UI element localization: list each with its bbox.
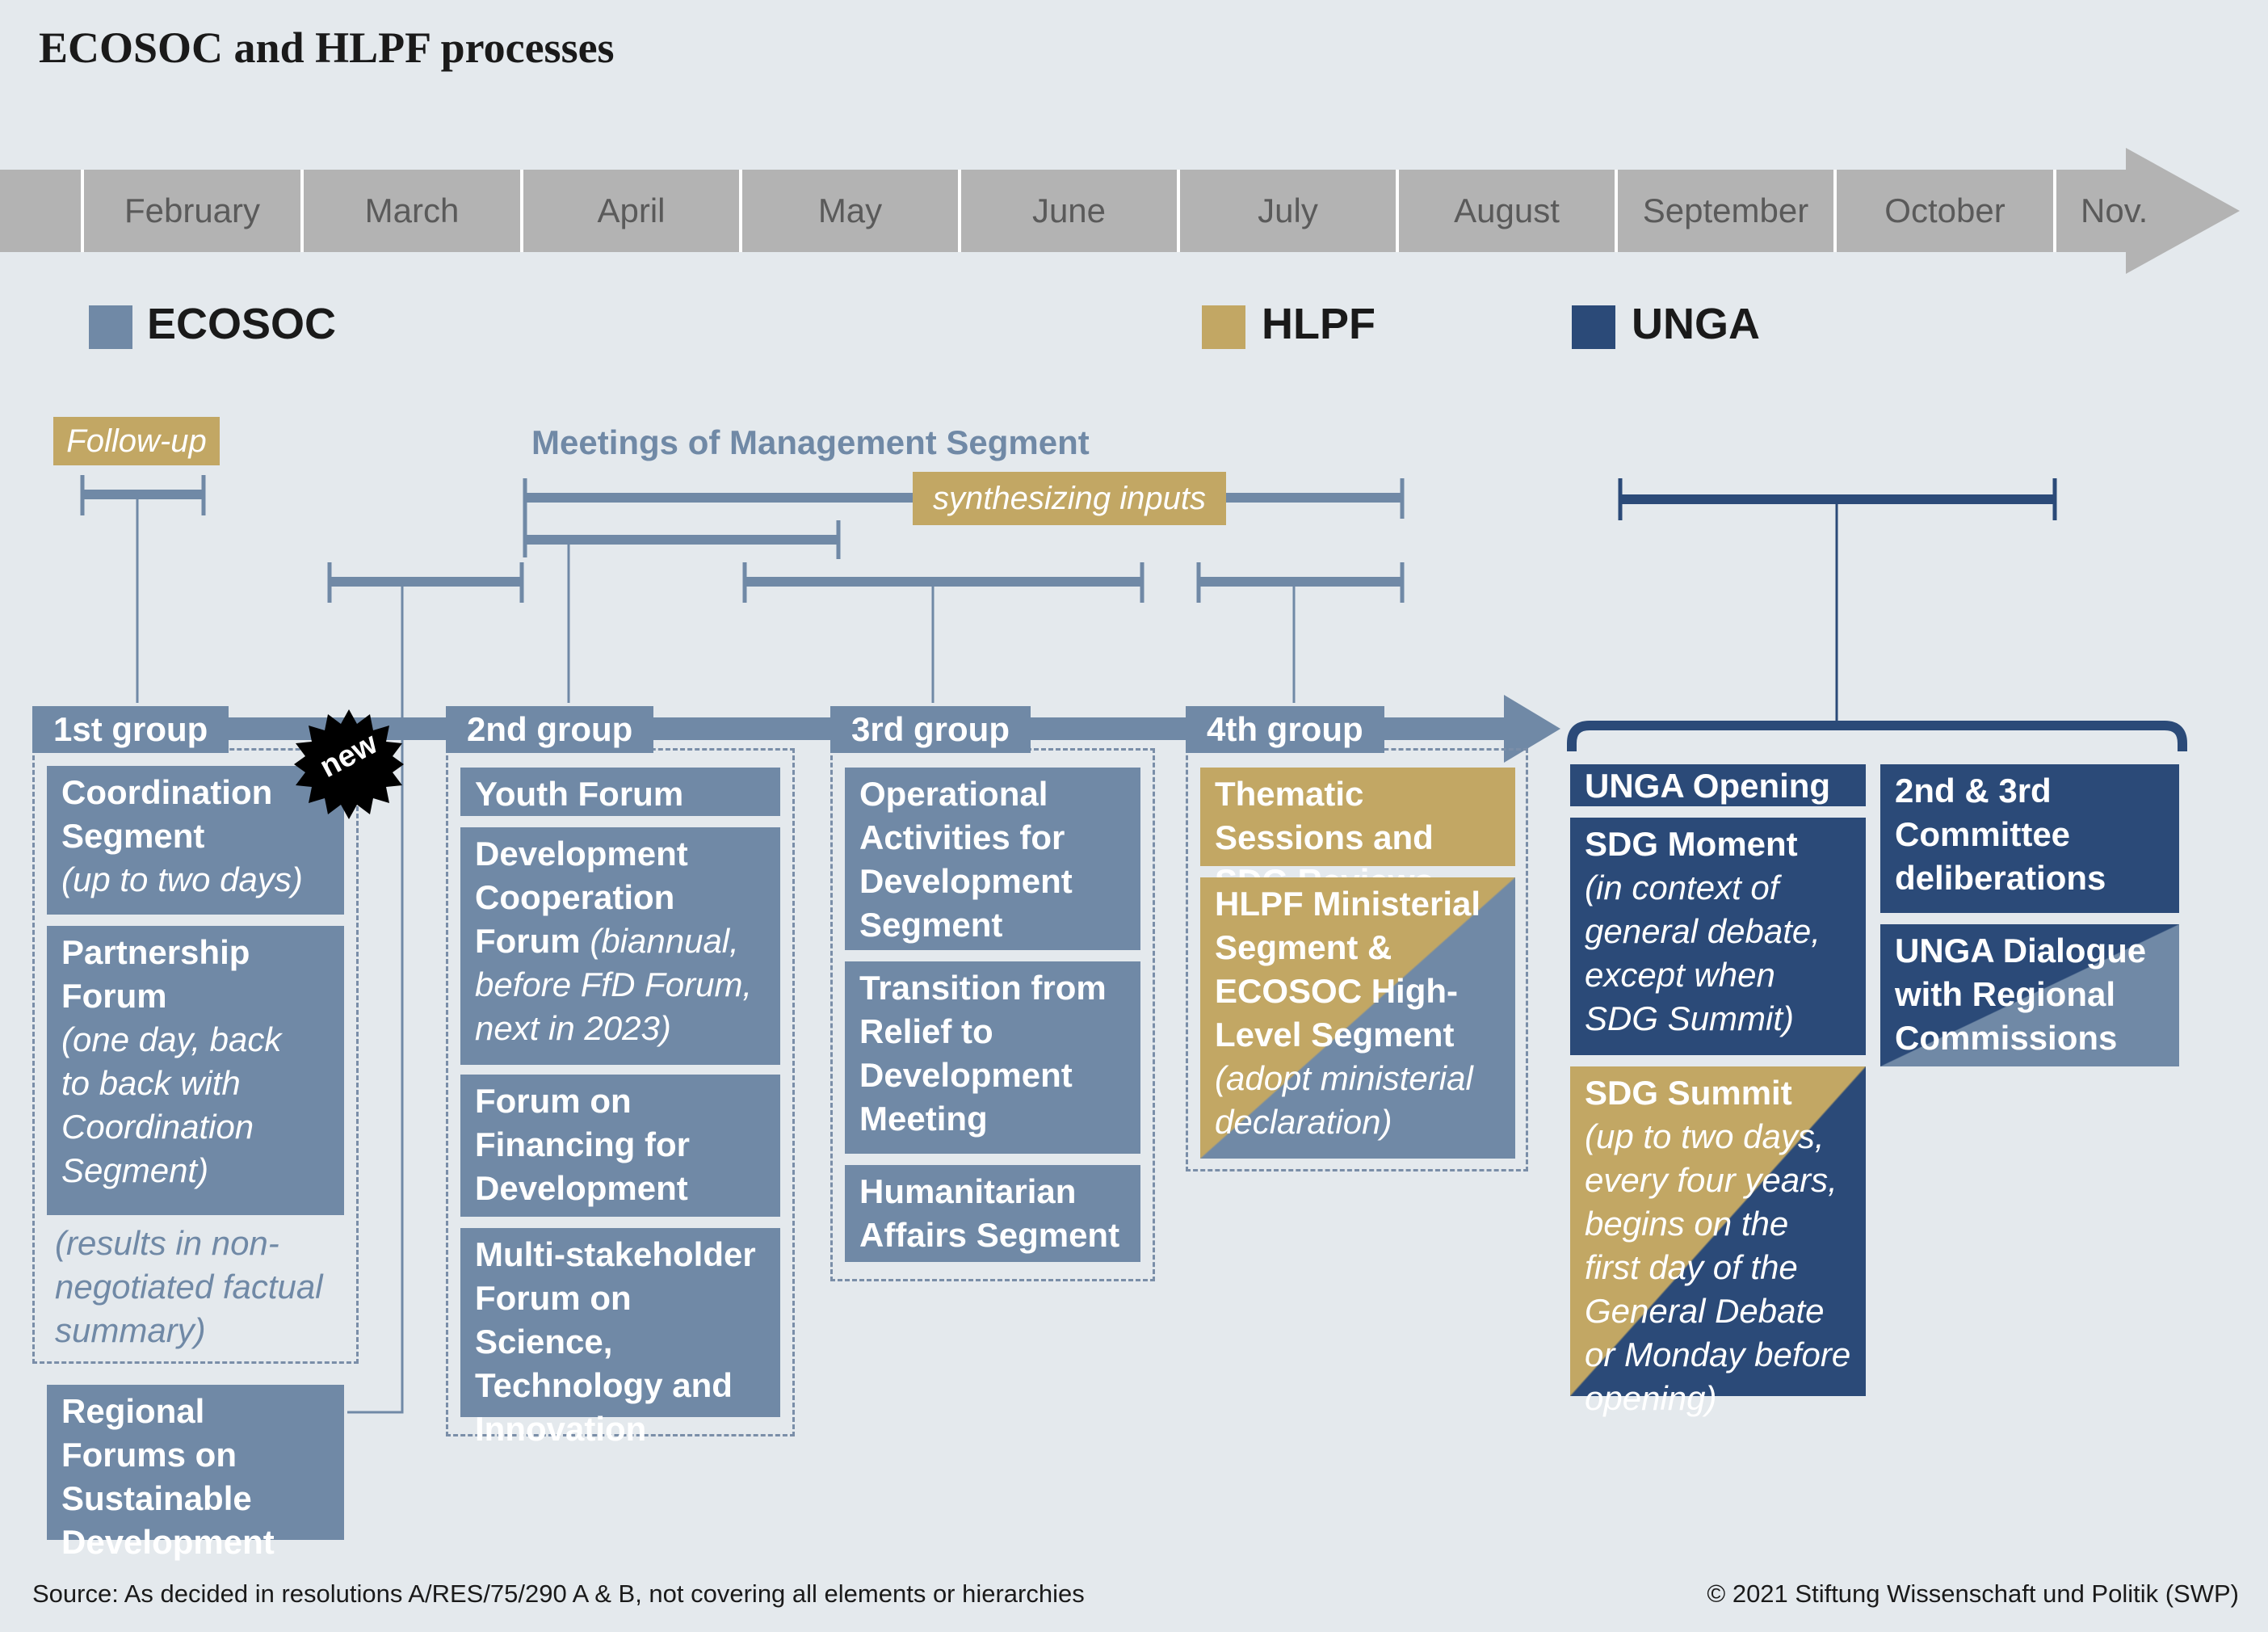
sdg-summit-box: SDG Summit (up to two days, every four y… [1570,1066,1866,1417]
group3-label: 3rd group [830,706,1031,753]
regional-forums-box: Regional Forums on Sustainable Developme… [47,1385,344,1561]
ffd-forum-title: Forum on Financing for Development [475,1082,690,1207]
operational-activities-title: Operational Activities for Development S… [859,775,1073,944]
results-note: (results in non-negotiated factual summa… [55,1224,323,1349]
group1-label: 1st group [32,706,229,753]
group2-label: 2nd group [446,706,654,753]
thematic-sessions-box: Thematic Sessions and SDG Reviews [1200,768,1515,900]
timeline-arrow [0,148,2240,274]
month-october: October [1837,170,2056,252]
coordination-segment-note: (up to two days) [61,860,303,898]
committee-deliberations-title: 2nd & 3rd Committee deliberations [1895,772,2106,897]
transition-meeting-title: Transition from Relief to Development Me… [859,969,1107,1138]
unga-dialogue-title: UNGA Dialogue with Regional Commissions [1895,932,2147,1057]
legend-hlpf-label: HLPF [1262,300,1376,348]
partnership-forum-title: Partnership Forum [61,933,250,1015]
partnership-forum-note: (one day, back to back with Coordination… [61,1020,282,1189]
legend-ecosoc-label: ECOSOC [147,300,337,348]
sdg-moment-title: SDG Moment [1585,825,1798,863]
committee-deliberations-box: 2nd & 3rd Committee deliberations [1880,764,2179,913]
unga-dialogue-box: UNGA Dialogue with Regional Commissions [1880,924,2179,1066]
ffd-forum-box: Forum on Financing for Development [460,1075,780,1217]
copyright-note: © 2021 Stiftung Wissenschaft und Politik… [1707,1579,2239,1608]
month-september: September [1618,170,1837,252]
regional-forums-title: Regional Forums on Sustainable Developme… [61,1392,275,1561]
management-segment-label: Meetings of Management Segment [531,423,1090,461]
dcf-title: Development Cooperation Forum [475,835,688,960]
dcf-box: Development Cooperation Forum (biannual,… [460,827,780,1065]
page-title: ECOSOC and HLPF processes [39,23,615,72]
ministerial-segment-title: HLPF Ministerial Segment & ECOSOC High-L… [1215,885,1481,1054]
month-november: Nov. [2081,191,2148,229]
sdg-summit-title: SDG Summit [1585,1074,1792,1112]
ministerial-segment-note: (adopt ministerial declaration) [1215,1059,1473,1141]
humanitarian-segment-box: Humanitarian Affairs Segment [845,1165,1140,1262]
unga-opening-title: UNGA Opening [1585,767,1831,805]
youth-forum-title: Youth Forum [475,775,684,813]
group4-label: 4th group [1186,706,1384,753]
follow-up-label: Follow-up [53,417,220,465]
legend-unga-label: UNGA [1632,300,1760,348]
sdg-moment-note: (in context of general debate, except wh… [1585,869,1821,1037]
transition-meeting-box: Transition from Relief to Development Me… [845,961,1140,1154]
coordination-segment-box: Coordination Segment (up to two days) [47,766,344,915]
ministerial-segment-box: HLPF Ministerial Segment & ECOSOC High-L… [1200,877,1515,1159]
month-april: April [523,170,742,252]
legend-unga-swatch [1572,305,1615,349]
month-february: February [84,170,304,252]
operational-activities-box: Operational Activities for Development S… [845,768,1140,950]
month-march: March [304,170,523,252]
youth-forum-box: Youth Forum [460,768,780,816]
month-june: June [961,170,1180,252]
dcf-note: (biannual, before FfD Forum, next in 202… [475,922,753,1047]
coordination-segment-title: Coordination Segment [61,773,273,855]
unga-opening-box: UNGA Opening [1570,764,1866,806]
sti-forum-box: Multi-stakeholder Forum on Science, Tech… [460,1228,780,1448]
source-note: Source: As decided in resolutions A/RES/… [32,1579,1085,1608]
legend-ecosoc-swatch [89,305,132,349]
humanitarian-segment-title: Humanitarian Affairs Segment [859,1172,1120,1254]
sdg-summit-note: (up to two days, every four years, begin… [1585,1117,1851,1417]
partnership-forum-box: Partnership Forum (one day, back to back… [47,926,344,1215]
sti-forum-title: Multi-stakeholder Forum on Science, Tech… [475,1235,756,1448]
sdg-moment-box: SDG Moment (in context of general debate… [1570,818,1866,1055]
month-august: August [1399,170,1618,252]
timeline-lead [0,170,84,252]
synthesizing-inputs-label: synthesizing inputs [913,472,1226,525]
month-july: July [1180,170,1399,252]
month-may: May [742,170,961,252]
legend-hlpf-swatch [1202,305,1245,349]
new-badge-icon [294,709,404,819]
